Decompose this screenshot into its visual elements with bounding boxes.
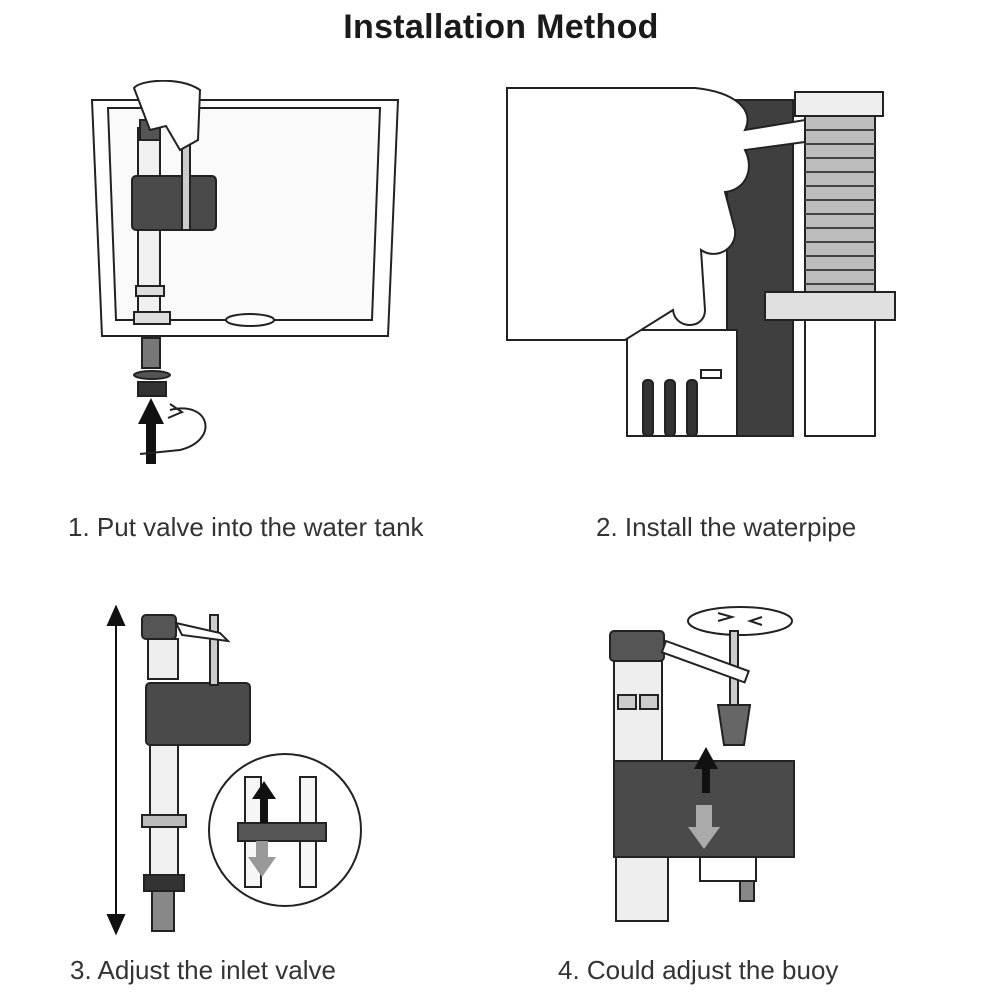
step-4-illustration (600, 595, 820, 925)
fill-valve-body (141, 614, 251, 932)
step-4-caption: 4. Could adjust the buoy (558, 955, 839, 985)
height-arrow-icon (106, 604, 126, 936)
up-arrow-icon (138, 398, 164, 464)
rotate-icon (139, 403, 207, 455)
fill-valve-body (131, 119, 217, 325)
step-1-illustration (80, 80, 420, 480)
zoom-circle (208, 753, 362, 907)
adjust-arrows-icon (688, 747, 720, 849)
step-3-caption: 3. Adjust the inlet valve (70, 955, 336, 985)
hand-icon (506, 87, 806, 341)
page-title: Installation Method (343, 8, 659, 46)
waterpipe (764, 91, 896, 437)
step-2-illustration (505, 80, 925, 440)
step-1-caption: 1. Put valve into the water tank (68, 512, 424, 542)
rotate-knob-icon (687, 606, 793, 636)
step-3-illustration (90, 595, 390, 945)
adjust-arrows-icon (248, 781, 276, 877)
hand-icon (132, 80, 202, 152)
threaded-shank (133, 337, 171, 397)
step-2-caption: 2. Install the waterpipe (596, 512, 857, 542)
water-tank (90, 99, 400, 337)
